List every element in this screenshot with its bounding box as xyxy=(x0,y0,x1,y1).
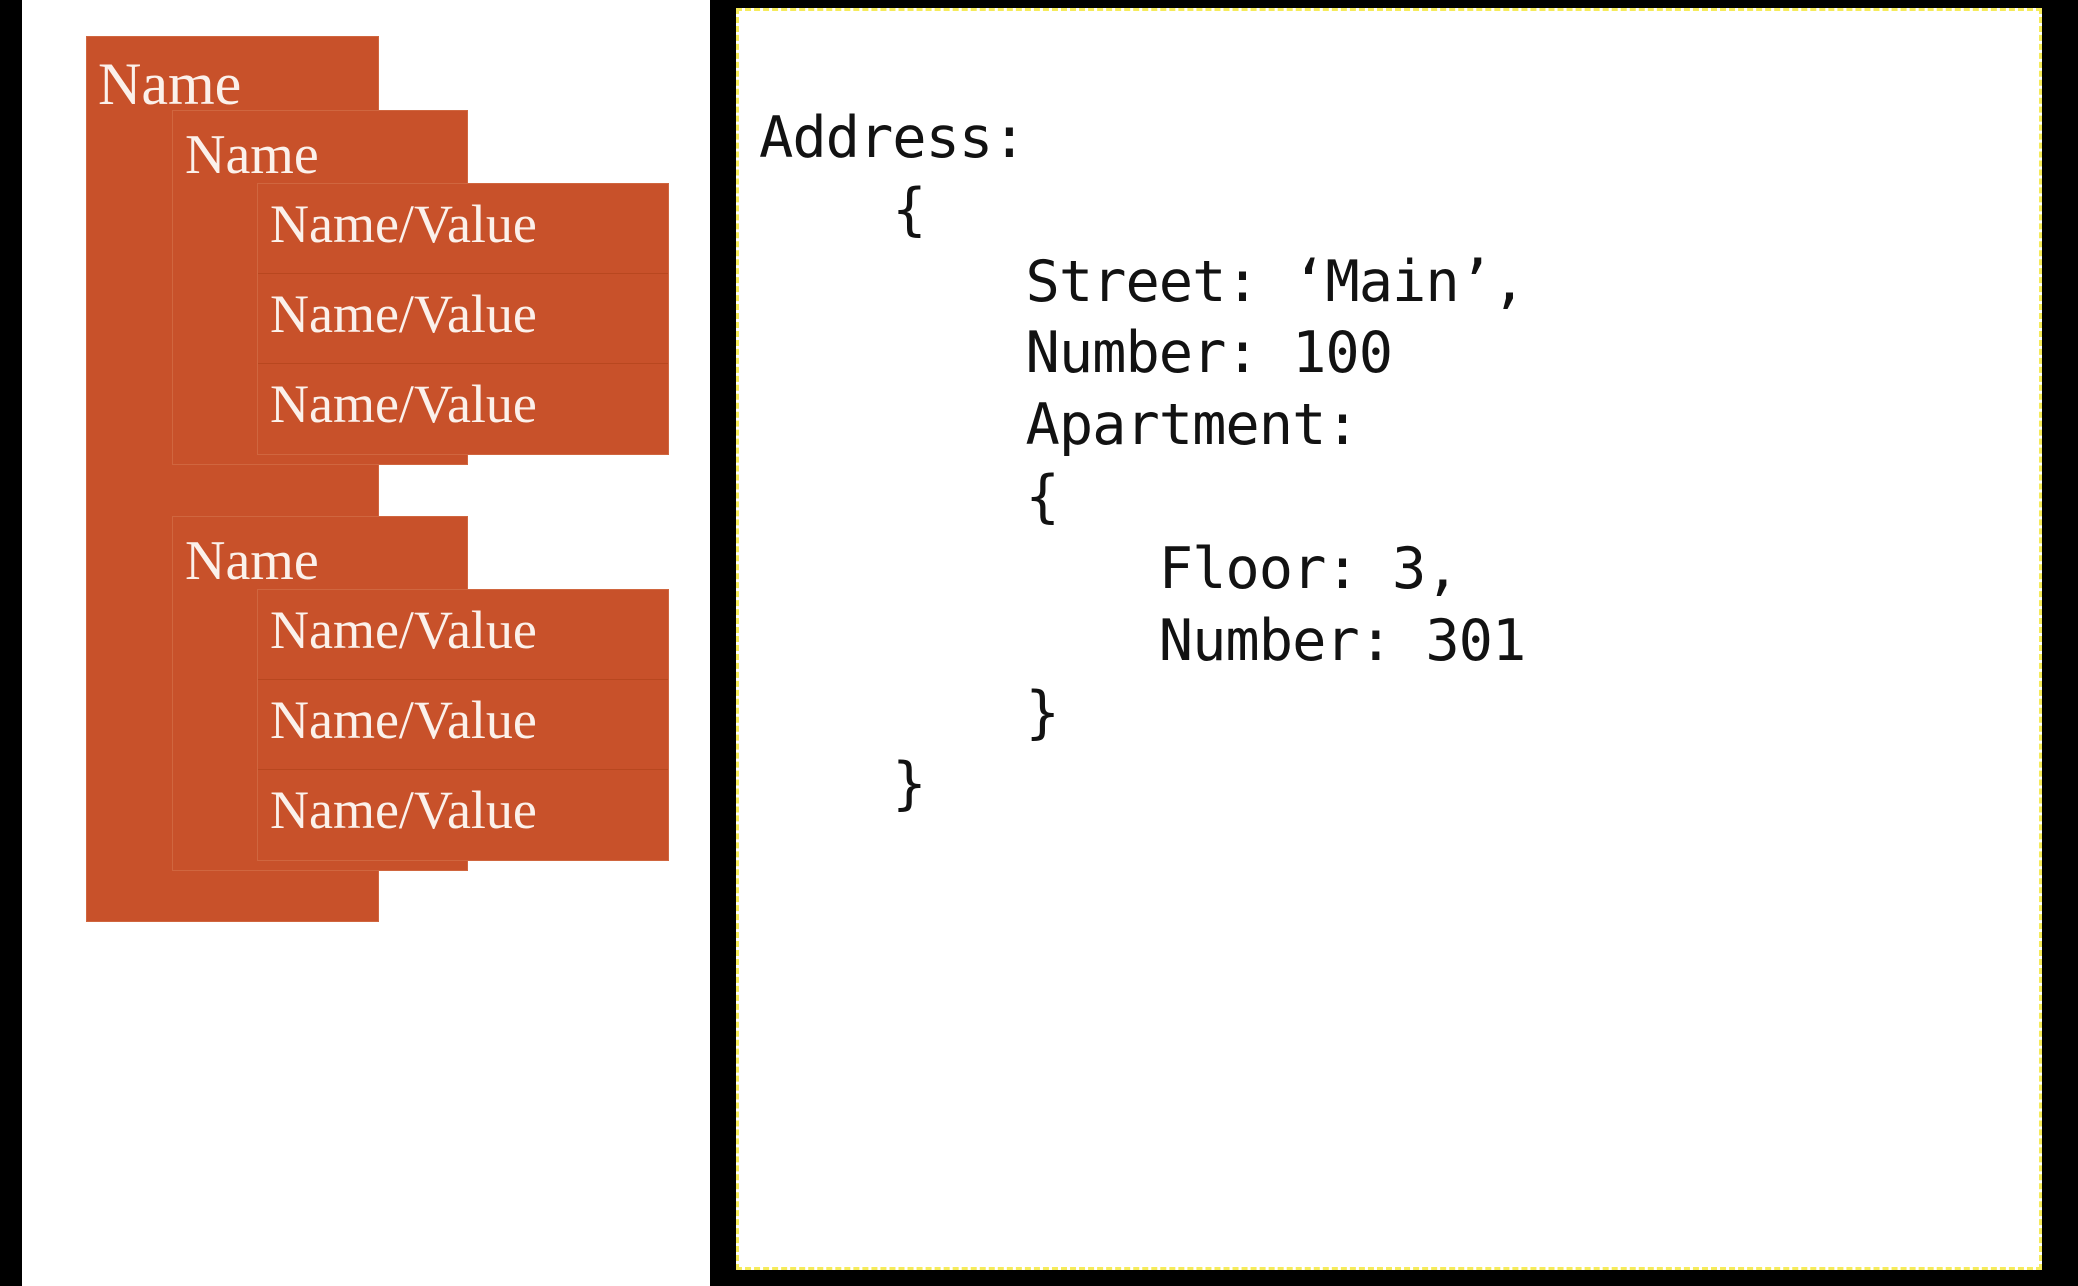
code-line: Floor: 3, xyxy=(759,535,1460,602)
object-box-child-2-label: Name xyxy=(185,530,319,592)
code-line: { xyxy=(759,176,926,243)
code-line: Number: 100 xyxy=(759,320,1394,387)
code-line: Number: 301 xyxy=(759,607,1527,674)
property-row-label: Name/Value xyxy=(270,284,537,344)
property-row[interactable]: Name/Value xyxy=(258,274,668,364)
object-box-child-1-label: Name xyxy=(185,124,319,186)
object-box-root-label: Name xyxy=(98,51,242,117)
property-row-label: Name/Value xyxy=(270,600,537,660)
code-line: Street: ‘Main’, xyxy=(759,248,1527,315)
property-row[interactable]: Name/Value xyxy=(258,364,668,454)
left-slide-panel: Name Name Name/Value Name/Value Name/Val… xyxy=(22,0,710,1286)
property-row[interactable]: Name/Value xyxy=(258,680,668,770)
property-stack-2: Name/Value Name/Value Name/Value xyxy=(257,589,669,861)
code-line: } xyxy=(759,679,1060,746)
code-line: } xyxy=(759,751,926,818)
property-row-label: Name/Value xyxy=(270,194,537,254)
code-line: { xyxy=(759,464,1060,531)
property-row-label: Name/Value xyxy=(270,780,537,840)
property-row[interactable]: Name/Value xyxy=(258,590,668,680)
code-listing: Address: { Street: ‘Main’, Number: 100 A… xyxy=(759,103,2025,821)
property-row[interactable]: Name/Value xyxy=(258,770,668,860)
code-line: Apartment: xyxy=(759,392,1360,459)
property-stack-1: Name/Value Name/Value Name/Value xyxy=(257,183,669,455)
property-row-label: Name/Value xyxy=(270,374,537,434)
code-line: Address: xyxy=(759,105,1027,171)
property-row-label: Name/Value xyxy=(270,690,537,750)
right-code-panel[interactable]: Address: { Street: ‘Main’, Number: 100 A… xyxy=(736,8,2042,1270)
property-row[interactable]: Name/Value xyxy=(258,184,668,274)
